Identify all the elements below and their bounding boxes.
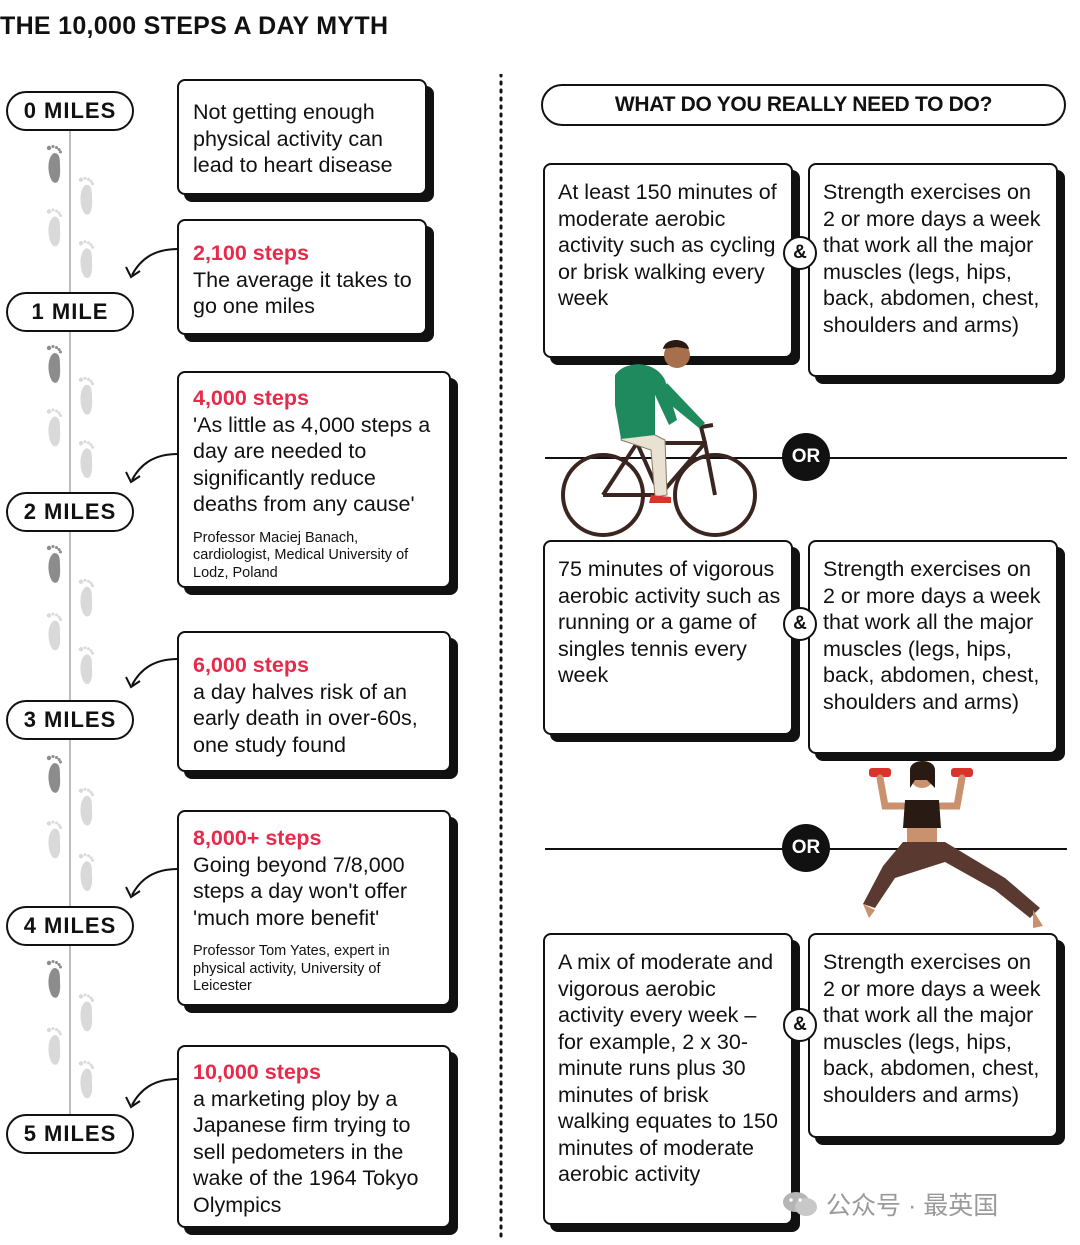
fact-text: a day halves risk of an early death in o…: [193, 679, 418, 757]
and-badge: &: [783, 1008, 817, 1042]
footprint-icon: [78, 646, 94, 685]
curved-arrow-icon: [125, 248, 179, 279]
fact-text: Going beyond 7/8,000 steps a day won't o…: [193, 852, 408, 930]
footprint-icon: [78, 853, 94, 892]
wechat-icon: [783, 1192, 817, 1216]
footprint-icon: [46, 1027, 62, 1065]
fact-source: Professor Maciej Banach, cardiologist, M…: [193, 529, 409, 581]
fact-highlight: 10,000 steps: [193, 1060, 321, 1084]
fact-highlight: 8,000+ steps: [193, 826, 322, 850]
fact-highlight: 2,100 steps: [193, 241, 309, 265]
curved-arrow-icon: [125, 868, 179, 899]
fact-highlight: 4,000 steps: [193, 386, 309, 410]
cyclist-illustration: [561, 340, 757, 537]
mile-marker-3: 3 MILES: [6, 700, 134, 740]
watermark-text: 公众号 · 最英国: [826, 1192, 999, 1220]
fact-text: a marketing ploy by a Japanese firm tryi…: [193, 1086, 419, 1217]
strength-text: Strength exercises on 2 or more days a w…: [823, 557, 1041, 714]
footprint-icon: [78, 440, 94, 479]
strength-text: Strength exercises on 2 or more days a w…: [823, 950, 1041, 1107]
mile-marker-0: 0 MILES: [6, 91, 134, 131]
strength-text: Strength exercises on 2 or more days a w…: [823, 180, 1041, 337]
curved-arrow-icon: [125, 453, 179, 484]
aerobic-box: A mix of moderate and vigorous aerobic a…: [543, 933, 793, 1225]
fact-box: 8,000+ steps Going beyond 7/8,000 steps …: [177, 810, 451, 1006]
footprint-icon: [46, 820, 62, 859]
footprint-icon: [78, 240, 94, 279]
fact-box: 4,000 steps 'As little as 4,000 steps a …: [177, 371, 451, 588]
dotted-divider: [499, 74, 503, 1239]
fact-source: Professor Tom Yates, expert in physical …: [193, 943, 390, 994]
fact-text: Not getting enough physical activity can…: [193, 100, 393, 177]
aerobic-text: A mix of moderate and vigorous aerobic a…: [558, 950, 778, 1186]
watermark: 公众号 · 最英国: [782, 1186, 998, 1222]
fact-text: The average it takes to go one miles: [193, 267, 412, 319]
footprint-icon: [46, 208, 62, 247]
footprint-icon: [78, 1060, 94, 1099]
strength-box: Strength exercises on 2 or more days a w…: [808, 933, 1058, 1138]
mile-marker-5: 5 MILES: [6, 1114, 134, 1154]
dumbbell-woman-illustration: [863, 761, 1043, 928]
or-badge: OR: [782, 433, 830, 481]
fact-box: Not getting enough physical activity can…: [177, 79, 427, 195]
footprint-icon: [46, 545, 62, 583]
footprint-icon: [46, 960, 62, 998]
footprint-icon: [46, 345, 62, 383]
footprint-icon: [78, 578, 94, 617]
fact-box: 2,100 steps The average it takes to go o…: [177, 219, 427, 335]
footprint-icon: [46, 755, 62, 793]
strength-box: Strength exercises on 2 or more days a w…: [808, 163, 1058, 377]
curved-arrow-icon: [125, 658, 179, 689]
footprint-icon: [78, 176, 94, 215]
footprint-icon: [78, 376, 94, 415]
mile-marker-4: 4 MILES: [6, 906, 134, 946]
footprint-icon: [78, 787, 94, 826]
fact-text: 'As little as 4,000 steps a day are need…: [193, 412, 431, 517]
curved-arrow-icon: [125, 1078, 179, 1109]
footprint-icon: [46, 145, 62, 183]
footprint-icon: [78, 993, 94, 1032]
section-title: WHAT DO YOU REALLY NEED TO DO?: [541, 84, 1066, 126]
footprint-icon: [46, 408, 62, 447]
footprint-icon: [46, 612, 62, 651]
strength-box: Strength exercises on 2 or more days a w…: [808, 540, 1058, 754]
footprints: [46, 145, 94, 1099]
or-badge: OR: [782, 824, 830, 872]
mile-marker-1: 1 MILE: [6, 292, 134, 332]
and-badge: &: [783, 607, 817, 641]
fact-box: 10,000 steps a marketing ploy by a Japan…: [177, 1045, 451, 1228]
aerobic-text: At least 150 minutes of moderate aerobic…: [558, 180, 777, 310]
timeline-line: [69, 130, 71, 1120]
mile-marker-2: 2 MILES: [6, 492, 134, 532]
aerobic-box: 75 minutes of vigorous aerobic activity …: [543, 540, 793, 735]
aerobic-text: 75 minutes of vigorous aerobic activity …: [558, 557, 781, 687]
aerobic-box: At least 150 minutes of moderate aerobic…: [543, 163, 793, 358]
fact-highlight: 6,000 steps: [193, 653, 309, 677]
fact-box: 6,000 steps a day halves risk of an earl…: [177, 631, 451, 772]
page-title: THE 10,000 STEPS A DAY MYTH: [0, 12, 389, 40]
and-badge: &: [783, 236, 817, 270]
